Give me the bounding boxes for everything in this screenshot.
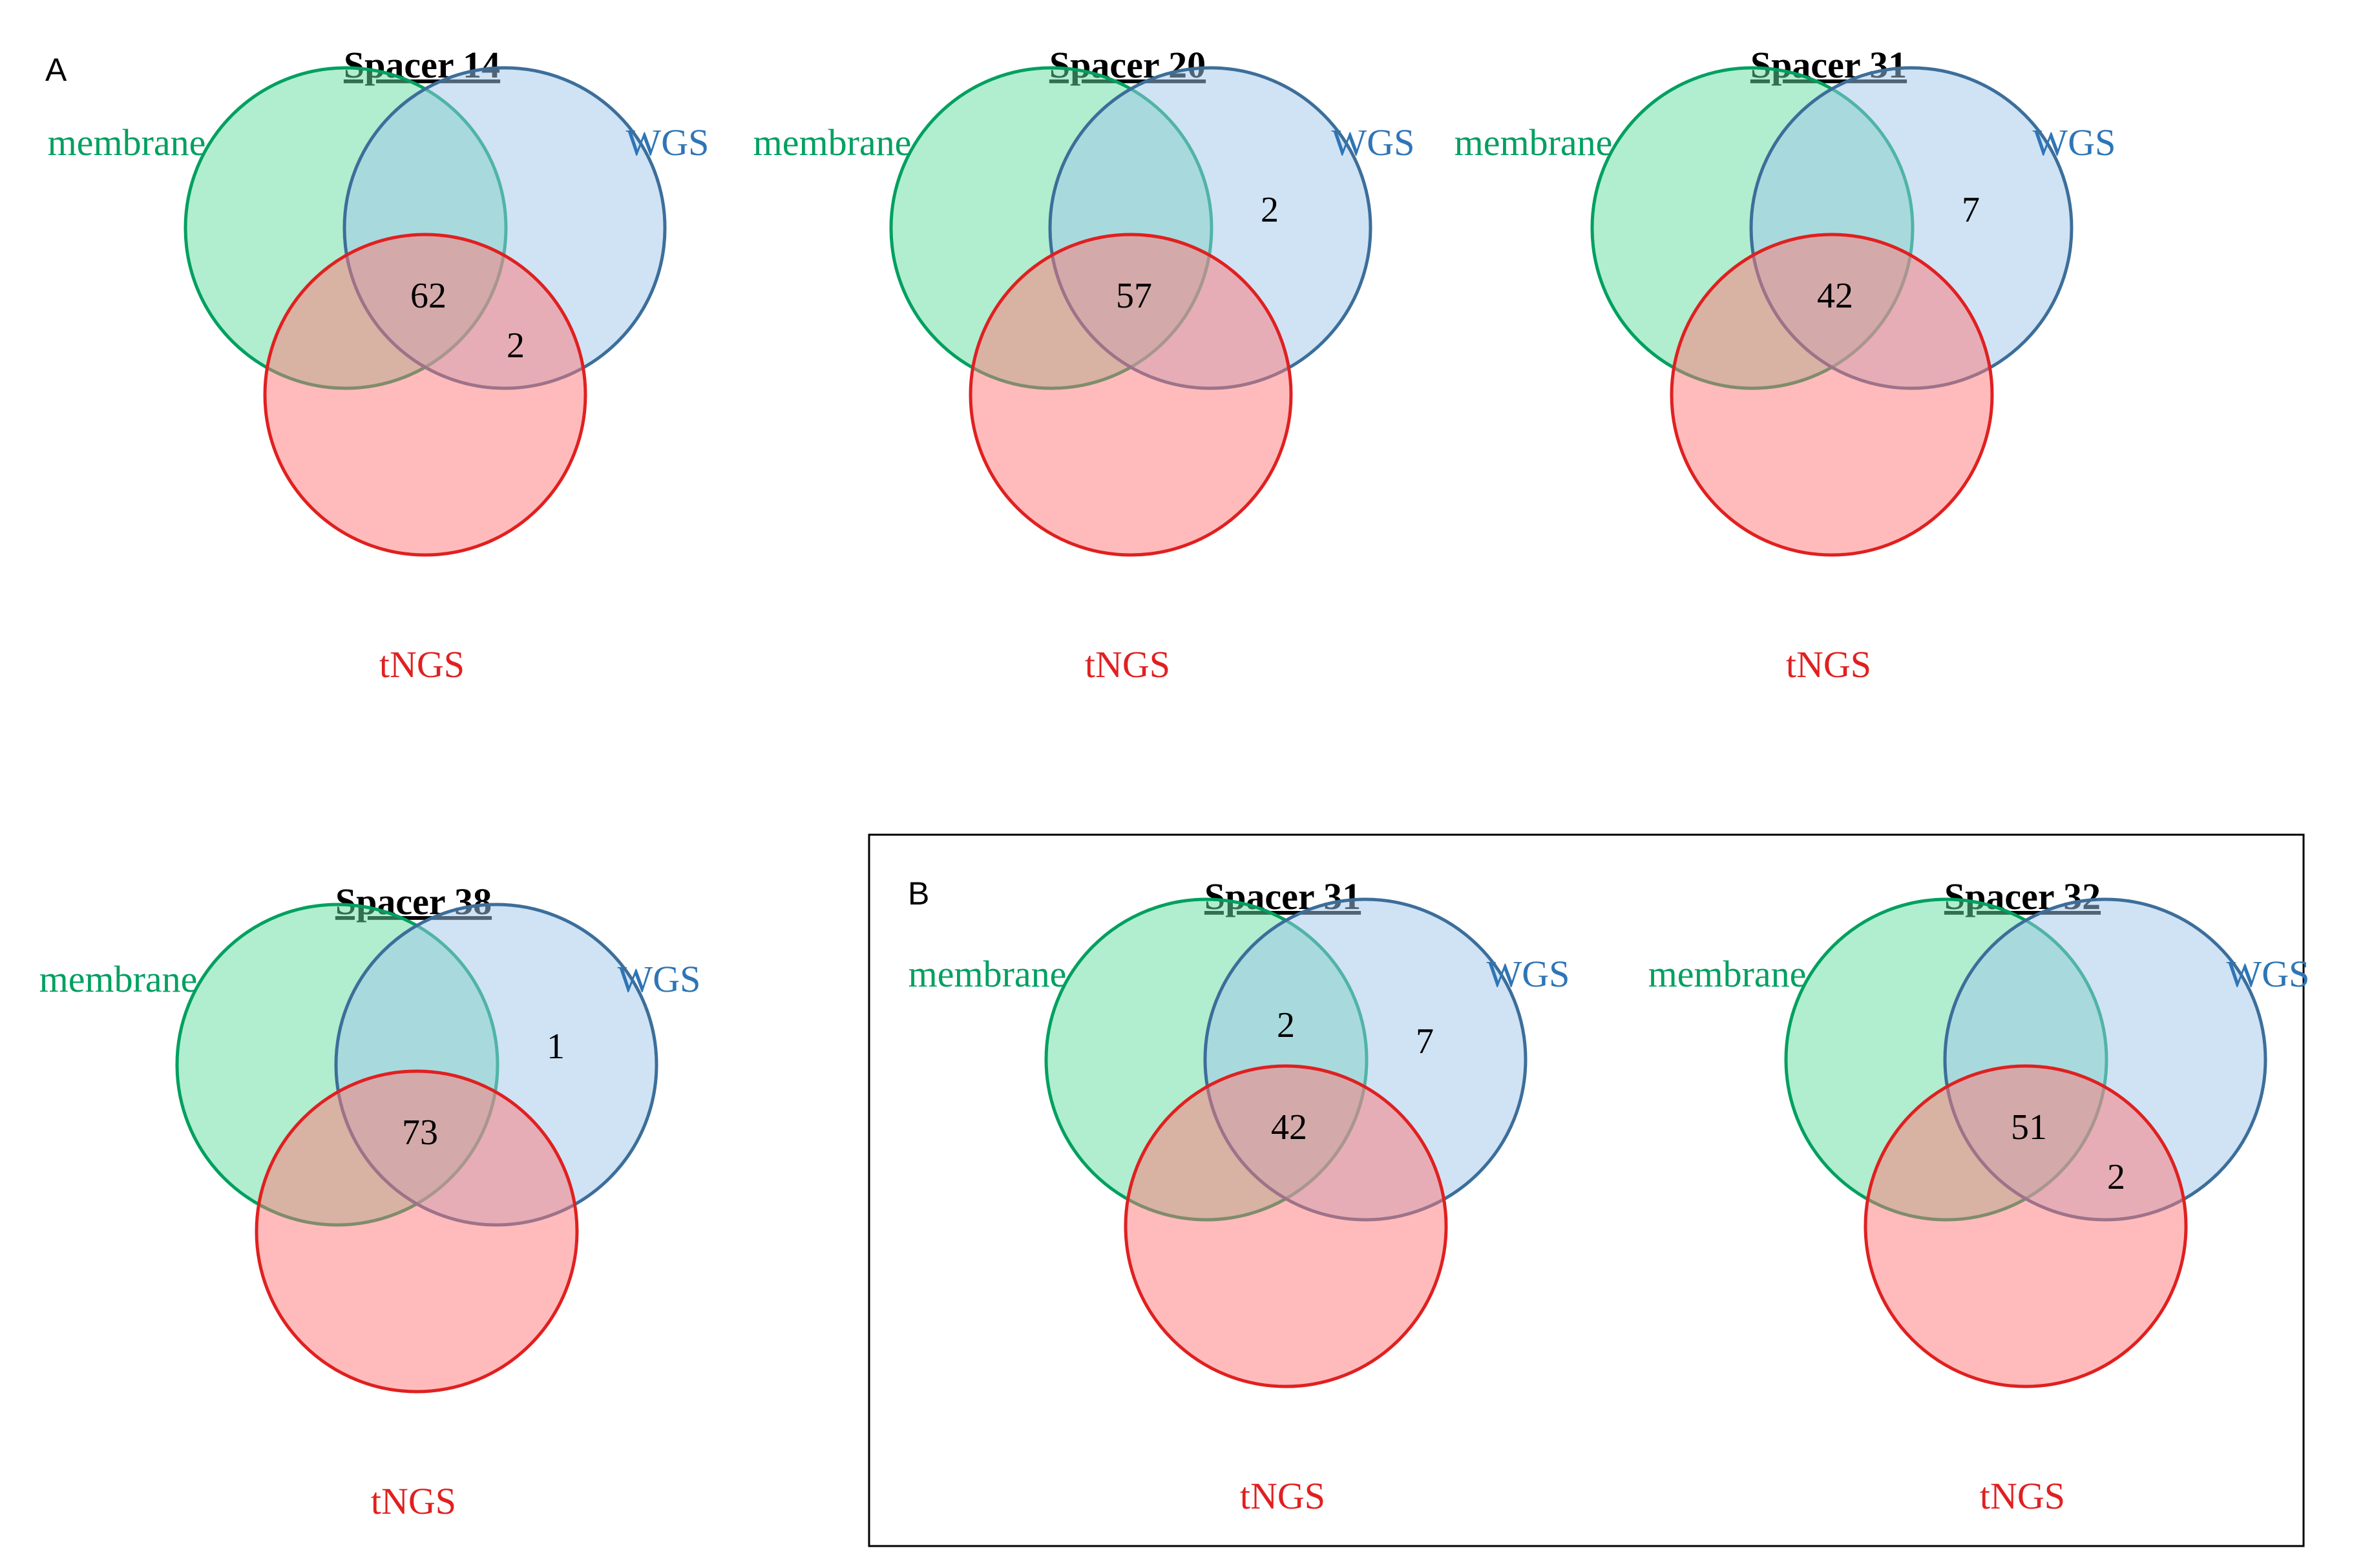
tngs-label: tNGS xyxy=(371,1480,456,1522)
panel-label-a: A xyxy=(45,52,67,88)
region-count-all-three: 57 xyxy=(1116,276,1152,316)
panel-label-b: B xyxy=(908,875,929,912)
tngs-label: tNGS xyxy=(1786,643,1871,685)
wgs-label: WGS xyxy=(1332,121,1415,163)
membrane-label: membrane xyxy=(1455,121,1613,163)
region-count-all-three: 42 xyxy=(1817,276,1853,316)
wgs-label: WGS xyxy=(2033,121,2116,163)
region-count-wgs-tngs: 2 xyxy=(507,326,525,366)
membrane-label: membrane xyxy=(908,953,1067,995)
region-count-all-three: 51 xyxy=(2011,1107,2047,1147)
membrane-label: membrane xyxy=(753,121,912,163)
region-count-all-three: 62 xyxy=(410,276,446,316)
tngs-label: tNGS xyxy=(1240,1475,1325,1517)
wgs-label: WGS xyxy=(1487,953,1570,995)
wgs-label: WGS xyxy=(626,121,709,163)
membrane-label: membrane xyxy=(39,958,198,1000)
region-count-all-three: 42 xyxy=(1271,1107,1307,1147)
region-count-wgs-only: 1 xyxy=(547,1027,565,1067)
membrane-label: membrane xyxy=(48,121,206,163)
tngs-label: tNGS xyxy=(1980,1475,2065,1517)
tngs-circle xyxy=(1670,233,1994,557)
region-count-all-three: 73 xyxy=(402,1113,438,1153)
tngs-circle xyxy=(255,1069,579,1394)
tngs-label: tNGS xyxy=(379,643,465,685)
region-count-wgs-only: 7 xyxy=(1416,1021,1434,1061)
tngs-circle xyxy=(1124,1064,1448,1388)
region-count-membrane-wgs: 2 xyxy=(1277,1005,1295,1045)
wgs-label: WGS xyxy=(618,958,701,1000)
region-count-wgs-tngs: 2 xyxy=(2107,1157,2125,1197)
wgs-label: WGS xyxy=(2227,953,2310,995)
panel-b-frame xyxy=(868,833,2305,1547)
region-count-wgs-only: 2 xyxy=(1261,190,1279,230)
tngs-circle xyxy=(263,233,587,557)
membrane-label: membrane xyxy=(1648,953,1807,995)
tngs-circle xyxy=(969,233,1293,557)
tngs-label: tNGS xyxy=(1085,643,1170,685)
tngs-circle xyxy=(1864,1064,2188,1388)
region-count-wgs-only: 7 xyxy=(1962,190,1980,230)
